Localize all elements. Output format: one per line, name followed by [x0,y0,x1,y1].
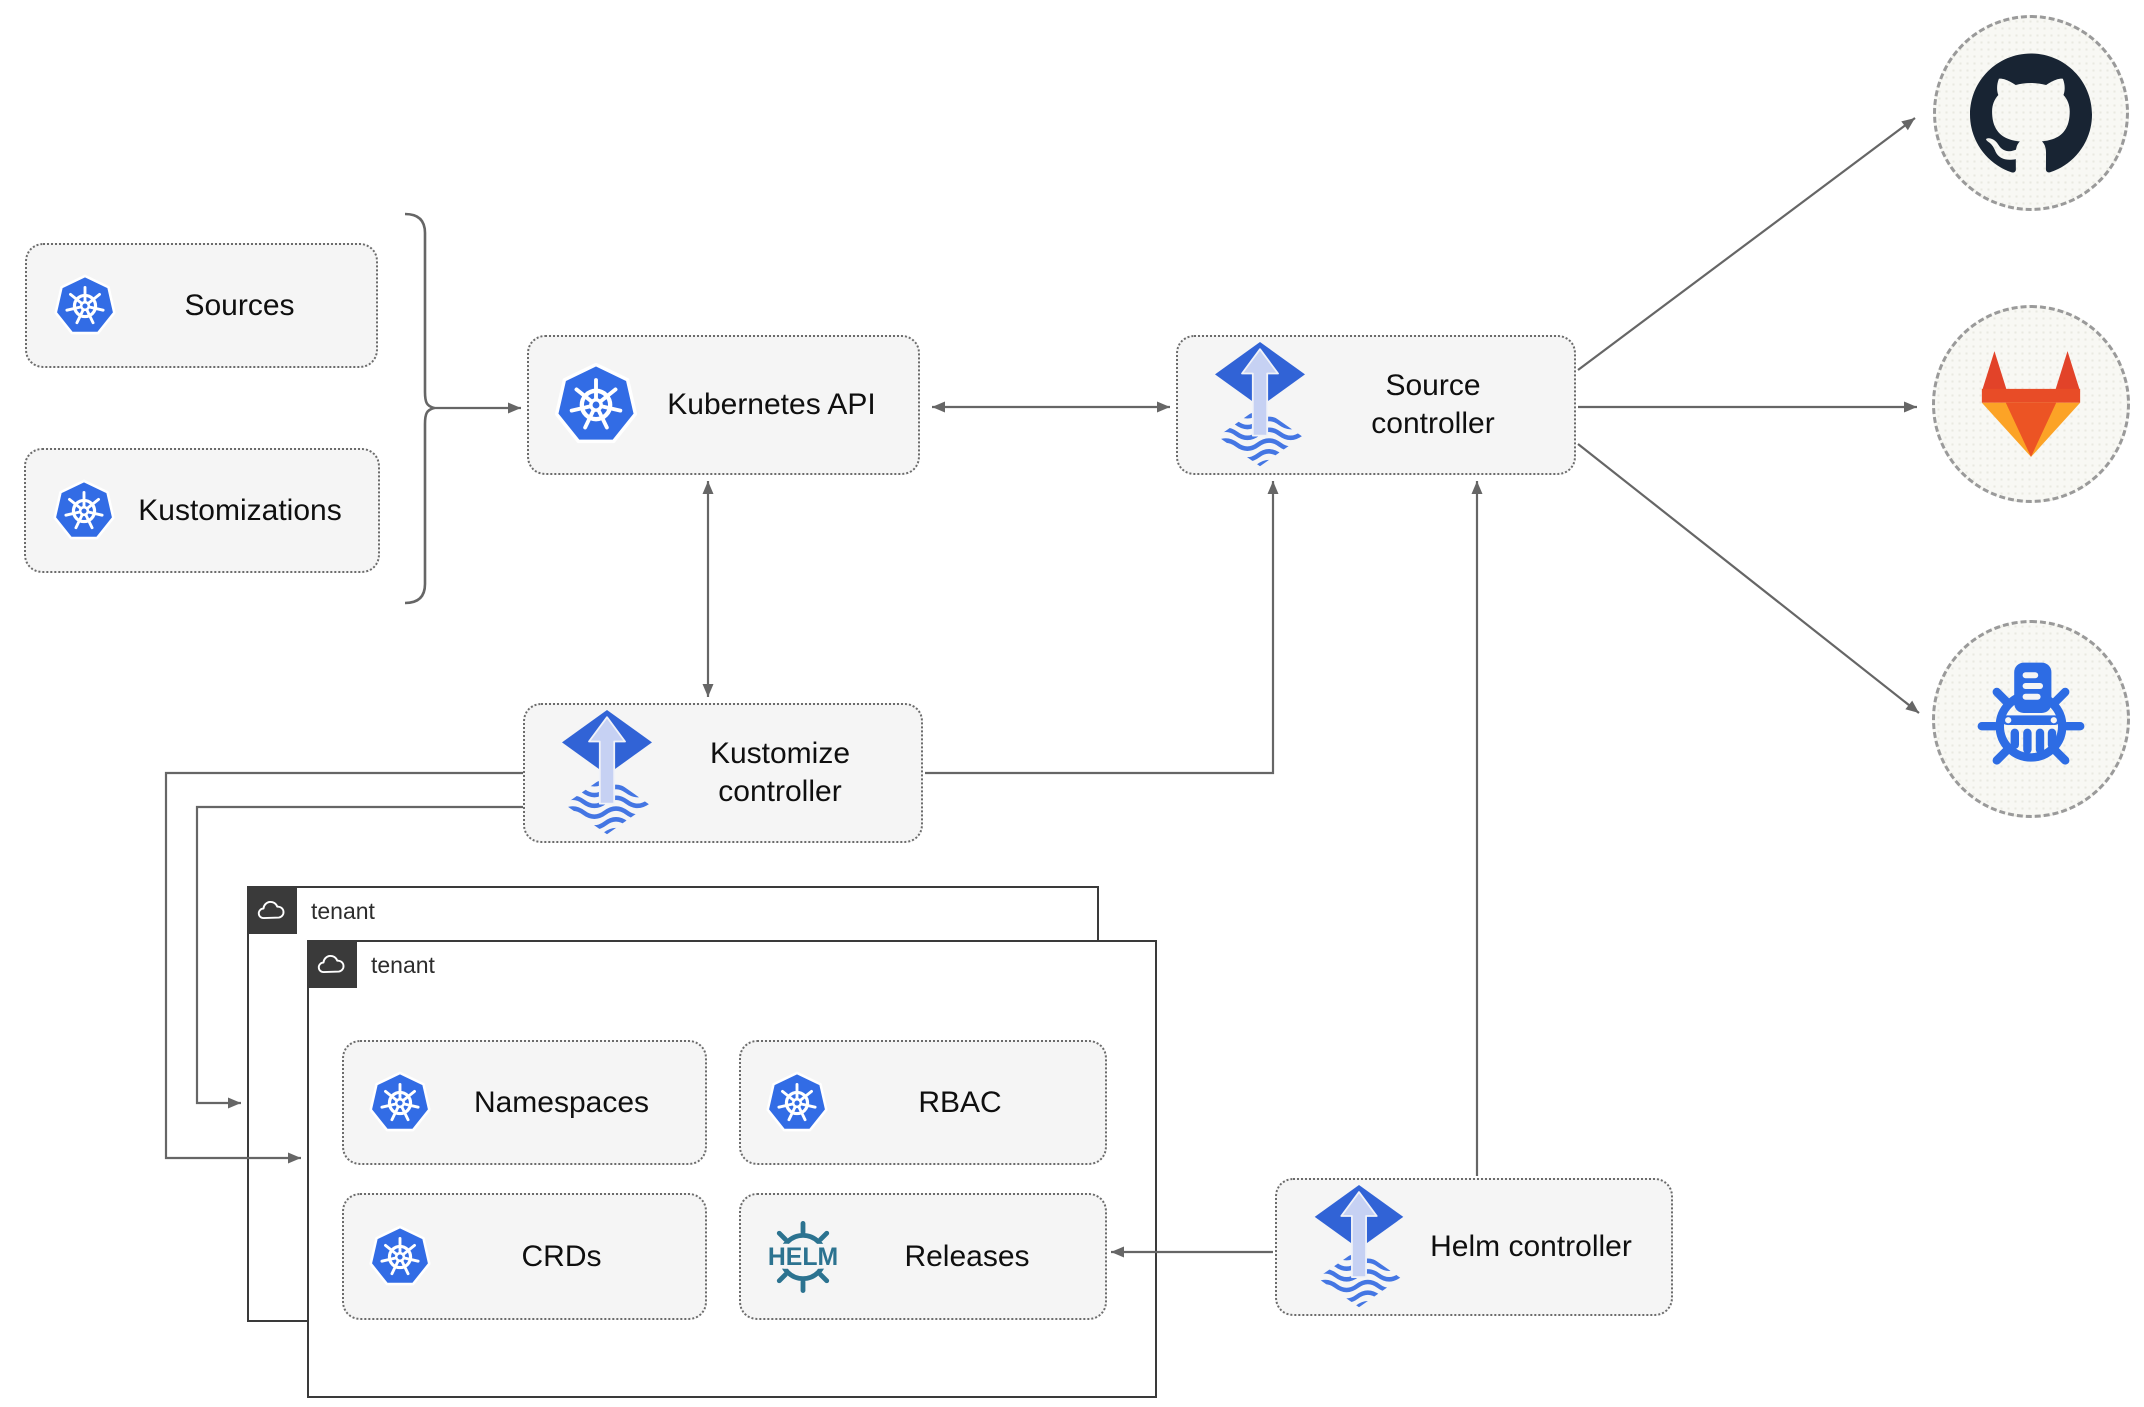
node-label: Namespaces [473,1085,650,1119]
node-namespaces: Namespaces [342,1040,707,1165]
node-rbac: RBAC [739,1040,1107,1165]
node-label: Releases [904,1239,1030,1273]
kubernetes-icon [765,1071,829,1135]
edge-source-to-bucket [1577,443,1920,714]
edge-source-to-github [1577,117,1916,371]
node-label: CRDs [521,1239,602,1273]
endpoint-gitlab [1932,305,2130,503]
tenant-tab [307,940,357,988]
node-label: Kustomize controller [709,737,851,808]
node-label: Source controller [1371,369,1495,440]
node-label: RBAC [918,1085,1002,1119]
node-kubernetes-api: Kubernetes API [527,335,920,475]
github-icon [1970,52,2092,174]
node-label: Kubernetes API [667,388,876,421]
edge-kustomize-to-source-controller [925,481,1279,775]
gitlab-icon [1968,346,2094,462]
kubernetes-icon [53,274,117,338]
tenant-label: tenant [371,952,435,978]
kubernetes-icon [553,362,639,448]
node-label: Kustomizations [138,493,342,527]
cloud-icon [255,898,289,923]
flux-icon [1313,1185,1405,1309]
node-helm-controller: Helm controller [1275,1178,1673,1316]
cloud-icon [315,952,349,977]
tenant-tab [247,886,297,934]
node-sources: Sources [25,243,378,368]
kubernetes-icon [368,1071,432,1135]
bracket-sources-kustomizations [404,212,439,605]
node-label: Helm controller [1430,1230,1632,1263]
kubernetes-icon [52,479,116,543]
node-kustomize-controller: Kustomize controller [523,703,923,843]
node-crds: CRDs [342,1193,707,1320]
group-tenant-front: tenant Namespaces RBAC CRDs Releases [307,940,1157,1398]
node-source-controller: Source controller [1176,335,1576,475]
helm-icon [763,1217,843,1297]
endpoint-github [1933,15,2129,211]
endpoint-bucket [1932,620,2130,818]
flux-icon [1214,342,1306,468]
node-kustomizations: Kustomizations [24,448,380,573]
kubernetes-icon [368,1225,432,1289]
bucket-storage-icon [1971,659,2091,779]
node-label: Sources [184,288,295,322]
node-releases: Releases [739,1193,1107,1320]
flux-icon [561,710,653,836]
tenant-label: tenant [311,898,375,924]
